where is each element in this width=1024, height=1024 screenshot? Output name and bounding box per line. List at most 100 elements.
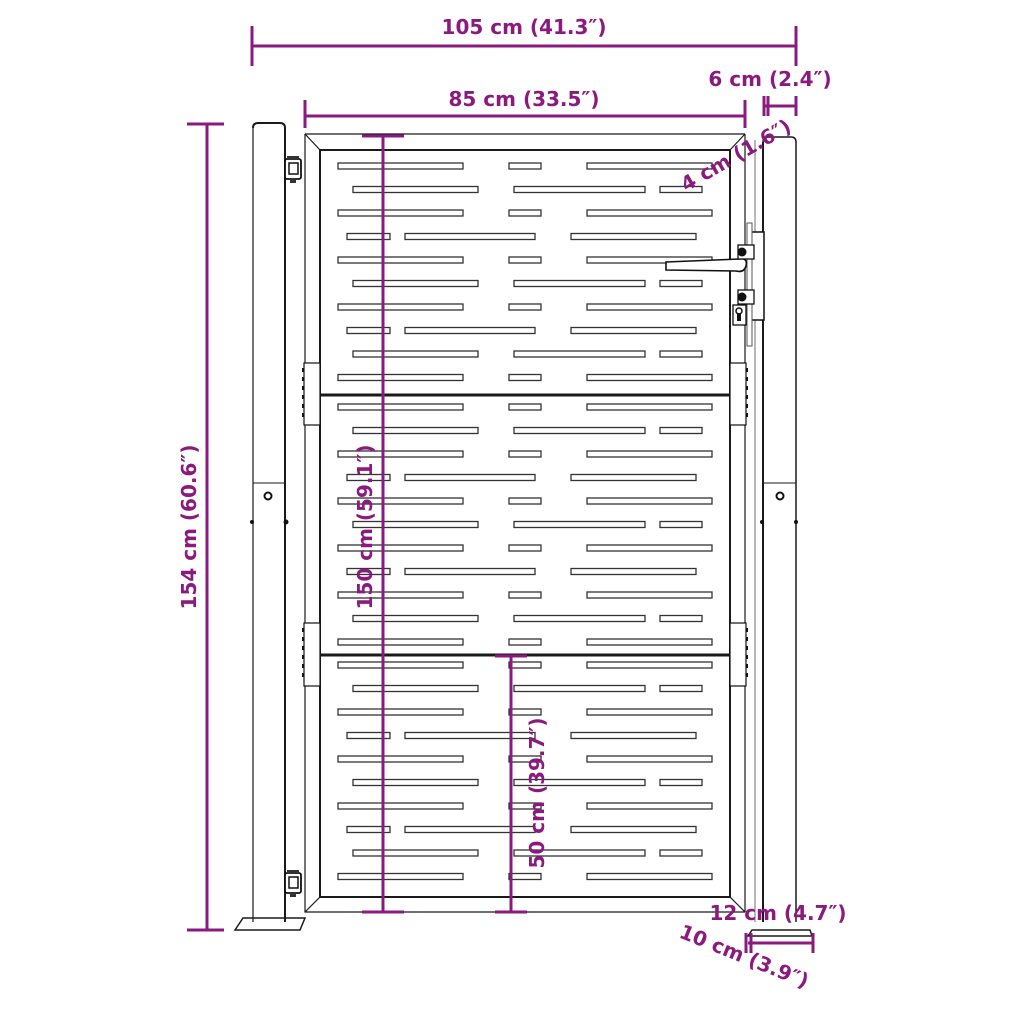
panel-slot bbox=[513, 426, 646, 435]
dim-post-width: 6 cm (2.4″) bbox=[708, 67, 832, 116]
panel-slot bbox=[337, 209, 464, 217]
panel-slot bbox=[659, 614, 703, 623]
latch-assembly bbox=[665, 222, 765, 347]
handle-pivot bbox=[737, 247, 747, 257]
dim-overall-height: 154 cm (60.6″) bbox=[177, 122, 224, 932]
panel-slot bbox=[508, 708, 542, 716]
lower-section-label: 50 cm (39.7″) bbox=[525, 717, 549, 868]
gate-width-label: 85 cm (33.5″) bbox=[448, 87, 599, 111]
panel-slot bbox=[346, 326, 391, 335]
left-base-plate bbox=[233, 917, 307, 931]
panel-slot bbox=[337, 755, 464, 763]
overall-height-label: 154 cm (60.6″) bbox=[177, 445, 201, 610]
panel-slot bbox=[586, 708, 713, 716]
lever-handle-icon bbox=[665, 258, 748, 273]
panel-slot bbox=[508, 303, 542, 311]
panel-slot bbox=[508, 373, 542, 382]
panel-slot bbox=[508, 497, 542, 505]
panel-slot bbox=[352, 520, 479, 529]
panel-slot bbox=[337, 162, 464, 170]
bolt-icon bbox=[263, 491, 273, 501]
dim-overall-width: 105 cm (41.3″) bbox=[250, 15, 798, 66]
panel-slot bbox=[346, 731, 391, 740]
panel-slot bbox=[337, 708, 464, 716]
panel-slot bbox=[337, 802, 464, 810]
frame-depth-label: 4 cm (1.6″) bbox=[677, 114, 796, 196]
base-plate-length-label: 12 cm (4.7″) bbox=[709, 901, 846, 925]
panel-slot bbox=[586, 303, 713, 311]
panel-slot bbox=[586, 661, 713, 669]
panel-slot bbox=[586, 591, 713, 599]
dim-gate-width: 85 cm (33.5″) bbox=[303, 87, 747, 128]
panel-slot bbox=[659, 185, 703, 194]
panel-slot bbox=[570, 326, 697, 335]
panel-slot bbox=[508, 802, 542, 810]
panel-slot bbox=[659, 279, 703, 288]
overall-width-label: 105 cm (41.3″) bbox=[442, 15, 607, 39]
panel-slot bbox=[513, 778, 646, 787]
panel-slot bbox=[508, 403, 542, 411]
panel-slot-pattern bbox=[337, 162, 713, 881]
dim-frame-depth: 4 cm (1.6″) bbox=[677, 114, 796, 196]
panel-slot bbox=[586, 209, 713, 217]
panel-slot bbox=[570, 473, 697, 482]
top-hinge bbox=[284, 156, 302, 183]
panel-slot bbox=[404, 232, 536, 241]
panel-slot bbox=[352, 350, 479, 358]
panel-slot bbox=[508, 755, 542, 763]
panel-slot bbox=[352, 279, 479, 288]
panel-slot bbox=[508, 209, 542, 217]
panel-slot bbox=[337, 450, 464, 458]
panel-slot bbox=[352, 778, 479, 787]
panel-slot bbox=[337, 638, 464, 646]
panel-slot bbox=[659, 778, 703, 787]
dim-gate-height: 150 cm (59.1″) bbox=[353, 134, 404, 914]
panel-slot bbox=[346, 825, 391, 834]
panel-slot bbox=[404, 473, 536, 482]
panel-slot bbox=[352, 849, 479, 857]
panel-slot bbox=[337, 373, 464, 382]
panel-slot bbox=[508, 450, 542, 458]
panel-slot bbox=[404, 731, 536, 740]
panel-slot bbox=[513, 520, 646, 529]
panel-slot bbox=[586, 802, 713, 810]
panel-slot bbox=[404, 825, 536, 834]
panel-slot bbox=[659, 350, 703, 358]
right-base-plate bbox=[746, 929, 814, 937]
panel-slot bbox=[337, 661, 464, 669]
dim-base-plate-length: 12 cm (4.7″) bbox=[709, 901, 846, 925]
panel-slot bbox=[586, 755, 713, 763]
panel-slot bbox=[586, 373, 713, 382]
panel-slot bbox=[337, 872, 464, 881]
panel-slot bbox=[404, 567, 536, 576]
panel-slot bbox=[352, 185, 479, 194]
panel-slot bbox=[586, 544, 713, 552]
panel-slot bbox=[570, 232, 697, 241]
panel-slot bbox=[508, 162, 542, 170]
panel-slot bbox=[337, 303, 464, 311]
panel-slot bbox=[337, 591, 464, 599]
panel-slot bbox=[337, 497, 464, 505]
panel-slot bbox=[346, 232, 391, 241]
gate-height-label: 150 cm (59.1″) bbox=[353, 445, 377, 610]
panel-slot bbox=[513, 614, 646, 623]
panel-slot bbox=[337, 544, 464, 552]
panel-slot bbox=[586, 497, 713, 505]
panel-slot bbox=[352, 614, 479, 623]
panel-slot bbox=[570, 567, 697, 576]
panel-slot bbox=[586, 162, 713, 170]
panel-slot bbox=[586, 638, 713, 646]
panel-slot bbox=[346, 473, 391, 482]
bolt-icon bbox=[775, 491, 785, 501]
panel-slot bbox=[586, 403, 713, 411]
panel-slot bbox=[508, 638, 542, 646]
left-post bbox=[233, 122, 307, 931]
panel-slot bbox=[570, 825, 697, 834]
post-width-label: 6 cm (2.4″) bbox=[708, 67, 831, 91]
panel-slot bbox=[659, 426, 703, 435]
panel-slot bbox=[513, 185, 646, 194]
panel-slot bbox=[513, 279, 646, 288]
panel-slot bbox=[337, 403, 464, 411]
panel-slot bbox=[508, 256, 542, 264]
